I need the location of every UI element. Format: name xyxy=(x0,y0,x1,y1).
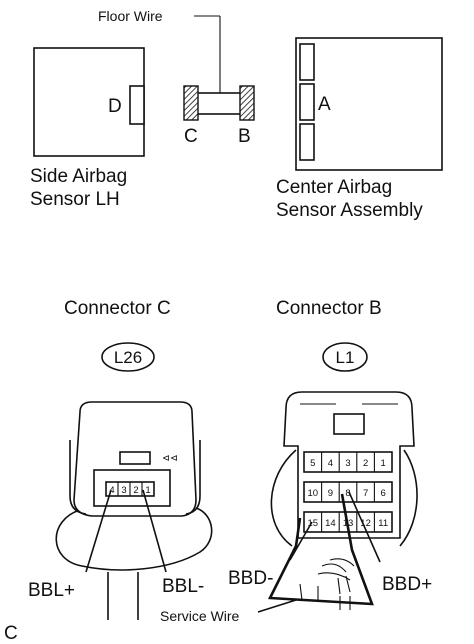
service-wire-strand xyxy=(321,563,347,573)
connector-c-housing-outline-right xyxy=(185,440,201,515)
side-sensor-box xyxy=(33,47,145,157)
service-wire-strand xyxy=(337,577,341,595)
connector-b-pin: 7 xyxy=(363,488,368,499)
wire-end-c-connector xyxy=(183,85,199,121)
connector-c-code: L26 xyxy=(114,348,142,367)
center-airbag-sensor: A Center Airbag Sensor Assembly xyxy=(276,37,443,221)
center-sensor-box xyxy=(295,37,443,171)
connector-b-pin: 12 xyxy=(360,518,371,529)
floor-wire-body xyxy=(193,92,245,115)
service-wire-strand xyxy=(345,575,351,593)
connector-c-group: Connector C L26 ⊲⊲ 4 3 2 1 BBL+ BBL- xyxy=(28,298,213,620)
connector-b-pin: 6 xyxy=(381,488,386,499)
connector-b-pin-grid: 5 4 3 2 1 10 9 8 7 6 15 14 13 12 11 xyxy=(303,451,393,533)
connector-b-pin-row xyxy=(303,451,393,473)
connector-c-bbl-plus-label: BBL+ xyxy=(28,580,75,601)
connector-b-pin: 3 xyxy=(345,458,350,469)
connector-c-pin: 1 xyxy=(145,485,150,496)
connector-b-bbd-minus-label: BBD- xyxy=(228,568,273,589)
service-wire-tick xyxy=(299,583,303,601)
connector-b-harness-right xyxy=(399,449,418,547)
connector-c-pin: 2 xyxy=(133,485,138,496)
wire-end-c-label: C xyxy=(184,126,198,147)
connector-b-pin: 2 xyxy=(363,458,368,469)
connector-b-pin: 11 xyxy=(378,518,388,529)
connector-b-pin: 1 xyxy=(381,458,386,469)
connector-b-pin: 4 xyxy=(328,458,333,469)
side-sensor-label-line1: Side Airbag xyxy=(30,166,127,187)
connector-c-bbl-minus-leader xyxy=(142,489,167,573)
connector-b-bbd-plus-label: BBD+ xyxy=(382,574,432,595)
connector-c-pin: 3 xyxy=(121,485,126,496)
connector-c-title: Connector C xyxy=(64,298,171,319)
connector-b-pin-row xyxy=(303,481,393,503)
connector-c-code-badge xyxy=(101,342,155,372)
connector-b-pin: 9 xyxy=(328,488,333,499)
connector-b-group: Connector B L1 5 4 3 xyxy=(160,298,432,624)
connector-b-bbd-minus-leader xyxy=(289,521,313,561)
connector-b-bbd-plus-leader xyxy=(348,491,381,563)
connector-b-harness-left xyxy=(270,449,297,547)
connector-b-pin: 8 xyxy=(345,488,350,499)
connector-c-housing-outline-left xyxy=(69,440,87,515)
connector-b-latch xyxy=(333,413,365,435)
center-sensor-label-line2: Sensor Assembly xyxy=(276,200,423,221)
connector-b-pin: 14 xyxy=(325,518,336,529)
service-wire-leader xyxy=(257,599,297,613)
side-sensor-label-line2: Sensor LH xyxy=(30,189,120,210)
connector-b-pin: 10 xyxy=(308,488,319,499)
connector-c-harness-loop xyxy=(55,507,213,571)
side-sensor-connector-d xyxy=(129,85,145,125)
connector-b-code-badge xyxy=(322,342,368,372)
wire-end-b-label: B xyxy=(238,126,251,147)
center-sensor-pin-label: A xyxy=(318,94,331,115)
connector-c-bbl-plus-leader xyxy=(85,489,112,573)
figure-code: C xyxy=(4,623,18,644)
connector-c-bbl-minus-label: BBL- xyxy=(162,576,204,597)
connector-b-pin: 5 xyxy=(310,458,315,469)
center-sensor-connector-upper xyxy=(299,43,315,81)
floor-wire-label: Floor Wire xyxy=(98,8,163,24)
connector-b-title: Connector B xyxy=(276,298,382,319)
center-sensor-label-line1: Center Airbag xyxy=(276,177,392,198)
floor-wire-group: Floor Wire C B xyxy=(98,8,255,147)
side-airbag-sensor: D Side Airbag Sensor LH xyxy=(30,47,145,210)
service-wire-label: Service Wire xyxy=(160,608,240,624)
center-sensor-connector-a xyxy=(299,83,315,121)
service-wire-strand xyxy=(329,558,355,567)
connector-c-marker-icon: ⊲⊲ xyxy=(162,453,178,464)
connector-c-pin: 4 xyxy=(109,485,114,496)
connector-c-latch xyxy=(119,451,151,465)
center-sensor-connector-lower xyxy=(299,123,315,161)
service-wire-strand xyxy=(317,572,351,581)
side-sensor-pin-label: D xyxy=(108,96,122,117)
connector-b-pin: 15 xyxy=(308,518,319,529)
connector-b-code: L1 xyxy=(336,348,355,367)
wire-end-b-connector xyxy=(239,85,255,121)
service-wire-loop xyxy=(267,493,374,606)
